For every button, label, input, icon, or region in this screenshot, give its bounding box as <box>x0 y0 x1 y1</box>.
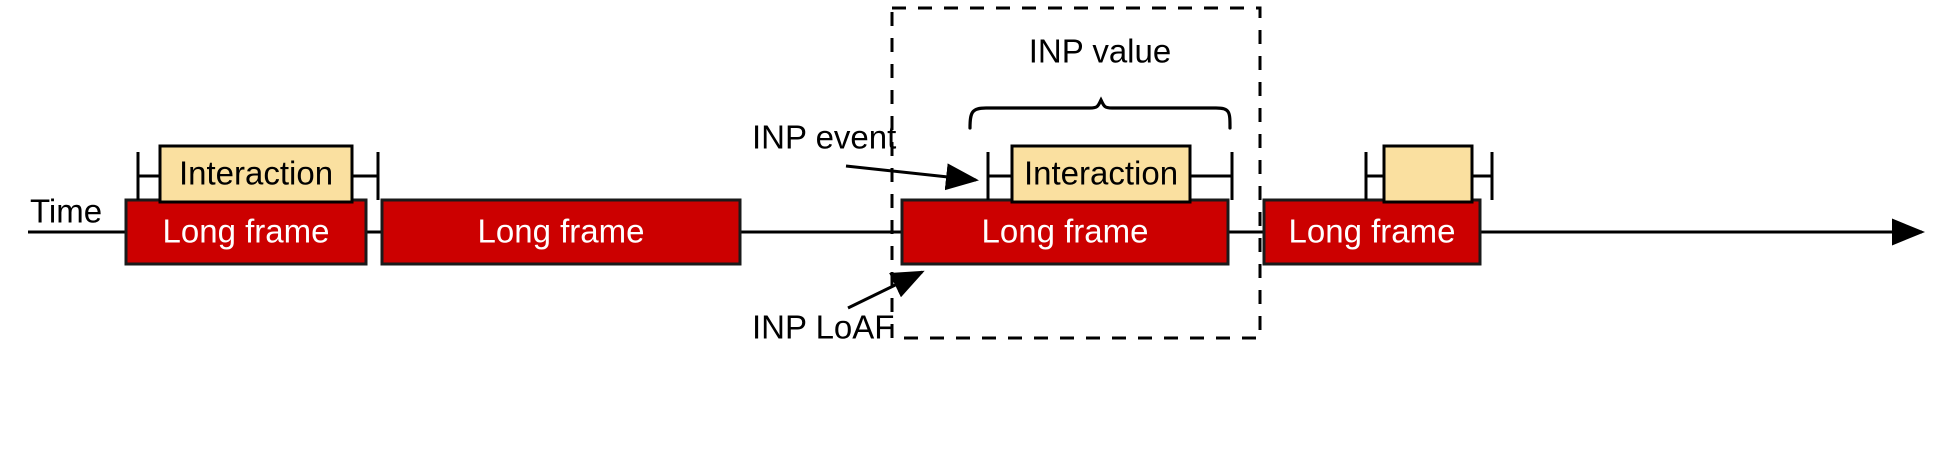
inp-value-brace <box>968 96 1232 130</box>
whisker-left <box>986 152 1014 200</box>
whisker-right <box>1190 152 1234 200</box>
annotation-inp-loaf: INP LoAF <box>752 270 925 346</box>
time-axis-label: Time <box>30 193 102 230</box>
long-frame-rect <box>1262 198 1482 266</box>
long-frame-label: Long frame <box>478 213 645 250</box>
whisker-right <box>1470 152 1494 200</box>
interaction-rect <box>1382 144 1474 204</box>
inp-loaf-arrow <box>847 270 925 310</box>
long-frame-rect <box>380 198 742 266</box>
interaction-label: Interaction <box>179 155 333 192</box>
interaction-1: Interaction <box>136 144 380 204</box>
whisker-right <box>352 152 380 200</box>
inp-loaf-label: INP LoAF <box>752 309 894 346</box>
long-frame-4: Long frame <box>1262 198 1482 266</box>
long-frame-label: Long frame <box>1289 213 1456 250</box>
long-frame-rect <box>124 198 368 266</box>
long-frame-group: Long frame Long frame Long frame Long fr… <box>124 198 1482 266</box>
interaction-3 <box>1364 144 1494 204</box>
long-frame-label: Long frame <box>982 213 1149 250</box>
annotation-inp-event: INP event <box>752 119 979 191</box>
long-frame-rect <box>900 198 1230 266</box>
annotation-inp-value: INP value <box>1029 33 1171 70</box>
time-axis: Time <box>28 193 1925 246</box>
long-frame-1: Long frame <box>124 198 368 266</box>
whisker-left <box>136 152 162 200</box>
interaction-2: Interaction <box>986 144 1234 204</box>
interaction-group: Interaction Interaction <box>136 144 1494 204</box>
inp-highlight-region <box>890 6 1262 340</box>
interaction-label: Interaction <box>1024 155 1178 192</box>
interaction-rect <box>158 144 354 204</box>
long-frame-label: Long frame <box>163 213 330 250</box>
long-frame-2: Long frame <box>380 198 742 266</box>
long-frame-3: Long frame <box>900 198 1230 266</box>
interaction-rect <box>1010 144 1192 204</box>
inp-event-label: INP event <box>752 119 896 156</box>
inp-event-arrow <box>845 163 979 191</box>
inp-value-label: INP value <box>1029 33 1171 70</box>
